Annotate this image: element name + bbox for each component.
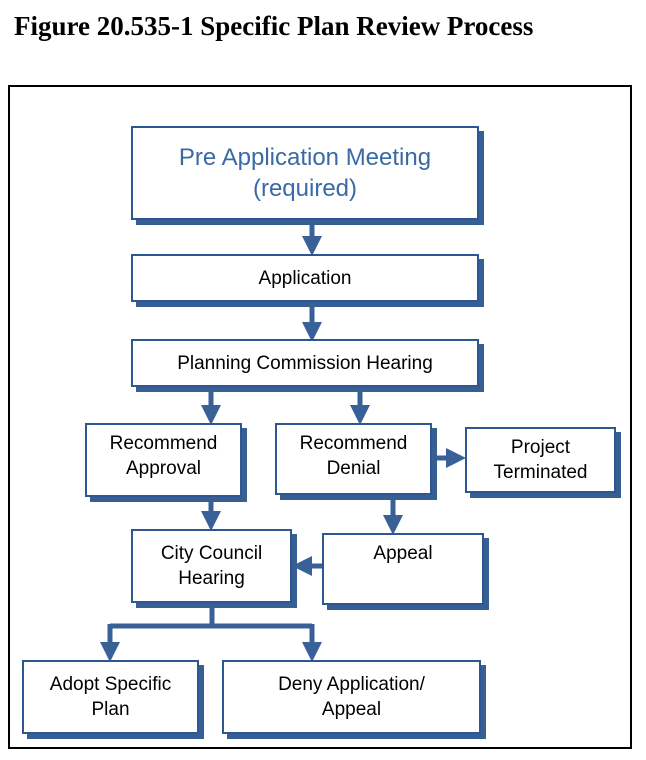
diagram-frame — [8, 85, 632, 749]
planning-commission-hearing-box: Planning Commission Hearing — [131, 339, 479, 387]
figure-title: Figure 20.535-1 Specific Plan Review Pro… — [14, 11, 534, 41]
recommend-denial-box: Recommend Denial — [275, 423, 432, 495]
appeal-box: Appeal — [322, 533, 484, 605]
pre-application-meeting-box: Pre Application Meeting (required) — [131, 126, 479, 220]
recommend-approval-box: Recommend Approval — [85, 423, 242, 497]
deny-application-appeal-box: Deny Application/ Appeal — [222, 660, 481, 734]
adopt-specific-plan-box: Adopt Specific Plan — [22, 660, 199, 734]
city-council-hearing-box: City Council Hearing — [131, 529, 292, 603]
application-box: Application — [131, 254, 479, 302]
connector-council-split — [110, 604, 215, 629]
project-terminated-box: Project Terminated — [465, 427, 616, 493]
